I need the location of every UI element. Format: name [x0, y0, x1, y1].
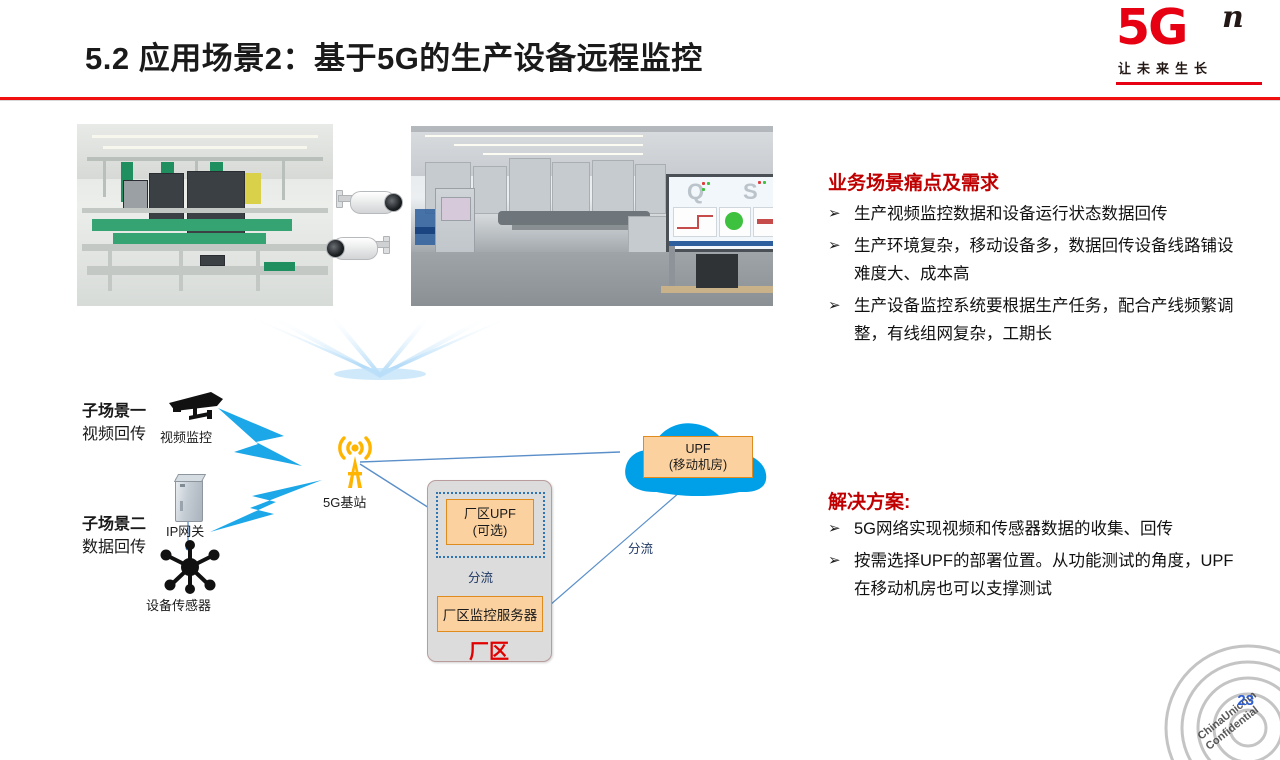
- factory-upf-optional-boundary: [436, 492, 545, 558]
- ip-gateway-label: IP网关: [166, 524, 205, 539]
- list-item: ➢ 生产环境复杂，移动设备多，数据回传设备线路铺设难度大、成本高: [828, 232, 1248, 288]
- scenario-two-subtitle: 数据回传: [82, 539, 147, 556]
- base-station-label: 5G基站: [323, 495, 367, 510]
- factory-zone-title: 厂区: [469, 641, 509, 663]
- bullet-arrow-icon: ➢: [828, 204, 841, 222]
- factory-monitoring-server-box: 厂区监控服务器: [437, 596, 543, 632]
- list-item: ➢ 生产视频监控数据和设备运行状态数据回传: [828, 200, 1248, 228]
- logo-tagline: 让未来生长: [1118, 61, 1214, 76]
- decorative-fan-graphic: [245, 314, 515, 380]
- 5g-base-station-icon: [338, 436, 372, 488]
- brand-logo: 5G n 让未来生长: [1116, 0, 1262, 94]
- cloud-upf-line1: UPF: [685, 442, 711, 456]
- video-camera-label: 视频监控: [160, 430, 213, 445]
- architecture-diagram: 子场景一 视频回传 视频监控 子场景二 数据回传 IP网关: [60, 380, 840, 700]
- pain-points-list: ➢ 生产视频监控数据和设备运行状态数据回传 ➢ 生产环境复杂，移动设备多，数据回…: [828, 200, 1248, 352]
- smart-factory-photo: Q S: [411, 126, 773, 306]
- scenario-two-title: 子场景二: [82, 516, 147, 533]
- ip-gateway-icon: [173, 474, 207, 522]
- bullet-arrow-icon: ➢: [828, 296, 841, 314]
- list-item-text: 按需选择UPF的部署位置。从功能测试的角度，UPF在移动机房也可以支撑测试: [854, 552, 1234, 598]
- bullet-arrow-icon: ➢: [828, 236, 841, 254]
- factory-upf-line2: (可选): [472, 523, 508, 538]
- device-sensor-icon: [160, 540, 220, 594]
- scenario-one-title: 子场景一: [82, 403, 147, 420]
- factory-dashboard-screen: Q S: [666, 174, 773, 252]
- cloud-offload-label: 分流: [628, 542, 654, 556]
- factory-upf-line1: 厂区UPF: [463, 506, 516, 521]
- cloud-upf-box: UPF (移动机房): [643, 436, 753, 478]
- title-divider-red: [0, 97, 1280, 100]
- solution-heading: 解决方案:: [828, 492, 911, 513]
- device-sensor-label: 设备传感器: [146, 598, 212, 613]
- logo-superscript: n: [1222, 0, 1244, 35]
- page-number: 23: [1237, 692, 1254, 709]
- cloud-upf-line2: (移动机房): [668, 458, 728, 472]
- pain-points-heading: 业务场景痛点及需求: [828, 173, 1000, 194]
- factory-upf-box: 厂区UPF (可选): [446, 499, 534, 545]
- cctv-camera-icon: [169, 392, 223, 420]
- list-item-text: 生产设备监控系统要根据生产任务，配合产线频繁调整，有线组网复杂，工期长: [854, 297, 1234, 343]
- list-item: ➢ 按需选择UPF的部署位置。从功能测试的角度，UPF在移动机房也可以支撑测试: [828, 547, 1248, 603]
- title-divider-grey: [0, 100, 1280, 101]
- list-item-text: 生产视频监控数据和设备运行状态数据回传: [854, 205, 1168, 223]
- list-item-text: 生产环境复杂，移动设备多，数据回传设备线路铺设难度大、成本高: [854, 237, 1234, 283]
- factory-offload-label: 分流: [468, 571, 494, 585]
- bullet-arrow-icon: ➢: [828, 519, 841, 537]
- ip-camera-images: [322, 183, 414, 279]
- bullet-arrow-icon: ➢: [828, 551, 841, 569]
- list-item-text: 5G网络实现视频和传感器数据的收集、回传: [854, 520, 1174, 538]
- logo-mark: 5G: [1116, 0, 1188, 56]
- scenario-one-subtitle: 视频回传: [82, 426, 147, 443]
- production-line-photo: [77, 124, 333, 306]
- page-title: 5.2 应用场景2：基于5G的生产设备远程监控: [85, 41, 703, 76]
- solution-list: ➢ 5G网络实现视频和传感器数据的收集、回传 ➢ 按需选择UPF的部署位置。从功…: [828, 515, 1248, 607]
- list-item: ➢ 5G网络实现视频和传感器数据的收集、回传: [828, 515, 1248, 543]
- list-item: ➢ 生产设备监控系统要根据生产任务，配合产线频繁调整，有线组网复杂，工期长: [828, 292, 1248, 348]
- logo-underline: [1116, 82, 1262, 85]
